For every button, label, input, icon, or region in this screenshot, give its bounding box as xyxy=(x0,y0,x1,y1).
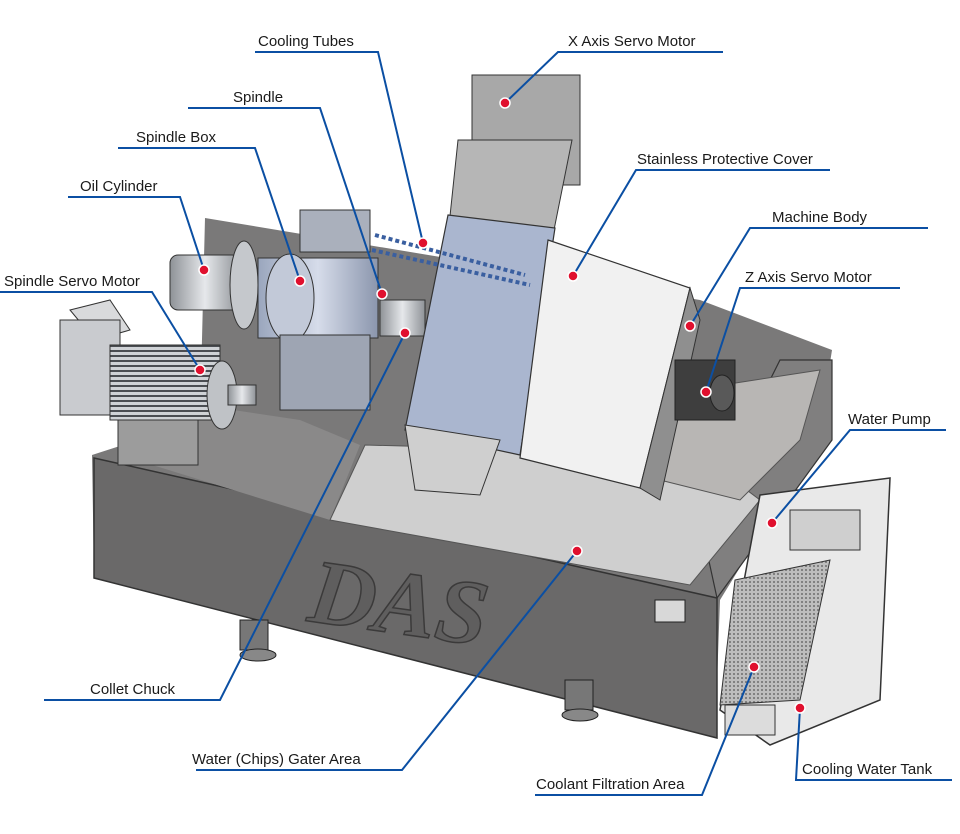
label-x-axis-servo-motor: X Axis Servo Motor xyxy=(568,33,696,50)
marker-stainless-cover xyxy=(567,270,579,282)
label-cooling-water-tank: Cooling Water Tank xyxy=(802,761,933,778)
marker-water-gater-area xyxy=(571,545,583,557)
label-oil-cylinder: Oil Cylinder xyxy=(80,178,158,195)
label-machine-body: Machine Body xyxy=(772,209,868,226)
label-spindle: Spindle xyxy=(233,89,284,106)
label-spindle-servo-motor: Spindle Servo Motor xyxy=(4,273,140,290)
label-stainless-protective-cover: Stainless Protective Cover xyxy=(637,151,813,168)
label-water-chips-gater-area: Water (Chips) Gater Area xyxy=(192,751,361,768)
marker-dots xyxy=(194,97,806,714)
marker-collet-chuck xyxy=(399,327,411,339)
leader-lines xyxy=(0,51,952,796)
cooling-tubes xyxy=(371,233,531,287)
marker-spindle xyxy=(376,288,388,300)
spindle-servo-motor xyxy=(59,299,257,466)
marker-spindle-box xyxy=(294,275,306,287)
coolant-tank xyxy=(719,477,891,746)
label-coolant-filtration-area: Coolant Filtration Area xyxy=(536,776,685,793)
marker-machine-body xyxy=(684,320,696,332)
spindle-assembly xyxy=(169,209,426,411)
label-spindle-box: Spindle Box xyxy=(136,129,217,146)
marker-z-axis-servo-motor xyxy=(700,386,712,398)
marker-cooling-tubes xyxy=(417,237,429,249)
label-z-axis-servo-motor: Z Axis Servo Motor xyxy=(745,269,872,286)
label-collet-chuck: Collet Chuck xyxy=(90,681,176,698)
marker-water-pump xyxy=(766,517,778,529)
label-water-pump: Water Pump xyxy=(848,411,931,428)
marker-cooling-water-tank xyxy=(794,702,806,714)
marker-coolant-filtration xyxy=(748,661,760,673)
protective-cover xyxy=(519,239,736,501)
marker-spindle-servo-motor xyxy=(194,364,206,376)
label-cooling-tubes: Cooling Tubes xyxy=(258,33,354,50)
marker-oil-cylinder xyxy=(198,264,210,276)
marker-x-axis-servo-motor xyxy=(499,97,511,109)
